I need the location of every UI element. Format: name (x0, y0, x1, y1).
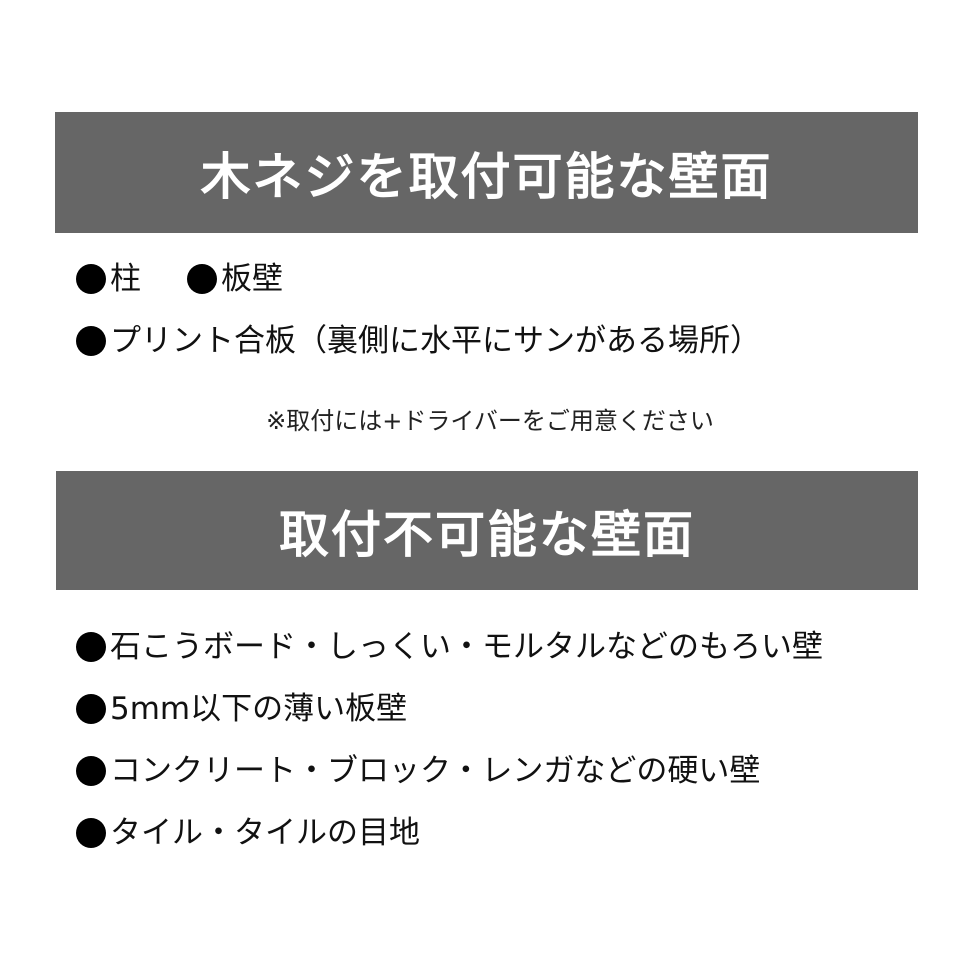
black-circle-bullet-icon (76, 694, 106, 724)
impossible-walls-banner: 取付不可能な壁面 (56, 471, 918, 590)
possible-walls-title: 木ネジを取付可能な壁面 (200, 147, 773, 206)
black-circle-bullet-icon (76, 756, 106, 786)
impossible-item: 5mm以下の薄い板壁 (76, 689, 407, 729)
possible-item-row-1: 柱 板壁 (76, 259, 283, 299)
impossible-item-fragile: 石こうボード・しっくい・モルタルなどのもろい壁 (110, 629, 823, 665)
impossible-item-hard-wall: コンクリート・ブロック・レンガなどの硬い壁 (110, 753, 761, 789)
possible-walls-banner: 木ネジを取付可能な壁面 (55, 112, 918, 233)
black-circle-bullet-icon (76, 264, 106, 294)
impossible-item-thin-board: 5mm以下の薄い板壁 (110, 691, 408, 727)
impossible-item-tile: タイル・タイルの目地 (110, 815, 420, 851)
possible-item-pillar: 柱 (110, 261, 141, 297)
impossible-walls-title: 取付不可能な壁面 (279, 505, 695, 564)
screwdriver-note: ※取付には+ドライバーをご用意ください (266, 407, 714, 435)
possible-item-board-wall: 板壁 (221, 261, 283, 297)
impossible-item: コンクリート・ブロック・レンガなどの硬い壁 (76, 751, 760, 791)
impossible-item: 石こうボード・しっくい・モルタルなどのもろい壁 (76, 627, 823, 667)
impossible-item: タイル・タイルの目地 (76, 813, 420, 853)
possible-item-plywood: プリント合板（裏側に水平にサンがある場所） (110, 323, 761, 359)
black-circle-bullet-icon (76, 818, 106, 848)
black-circle-bullet-icon (187, 264, 217, 294)
black-circle-bullet-icon (76, 632, 106, 662)
black-circle-bullet-icon (76, 326, 106, 356)
possible-item-row-2: プリント合板（裏側に水平にサンがある場所） (76, 321, 761, 361)
